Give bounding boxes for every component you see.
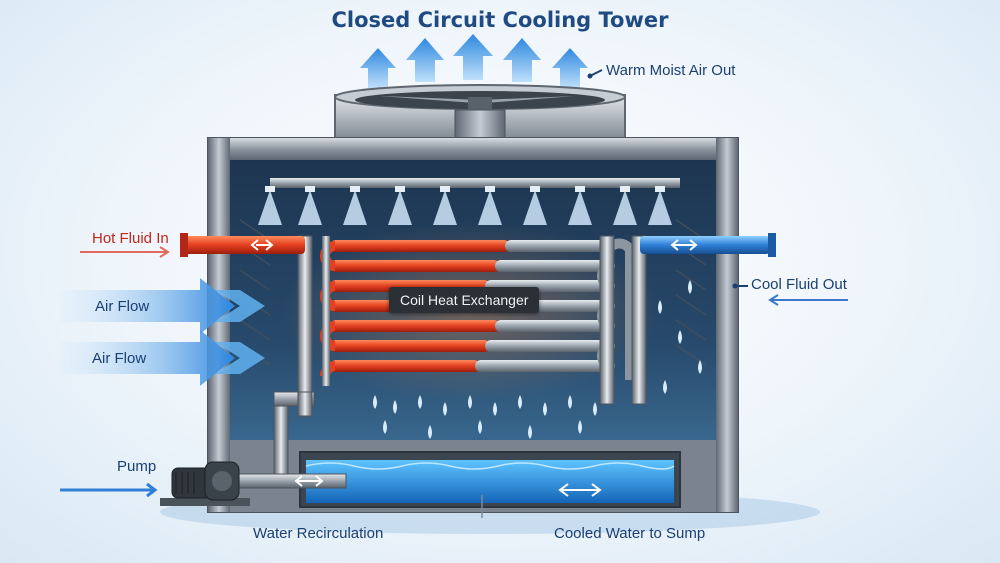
label-coil-heat-exchanger: Coil Heat Exchanger <box>389 287 540 313</box>
hot-fluid-inlet-pipe <box>180 233 305 257</box>
label-warm-air-out: Warm Moist Air Out <box>606 62 736 79</box>
recirculation-piping <box>235 391 347 489</box>
pump <box>160 461 250 506</box>
label-pointers <box>60 69 848 518</box>
label-water-recirculation: Water Recirculation <box>253 525 384 542</box>
air-flow-arrows <box>60 278 265 386</box>
label-cool-fluid-out: Cool Fluid Out <box>751 276 847 293</box>
diagram-title: Closed Circuit Cooling Tower <box>331 8 669 32</box>
label-pump: Pump <box>117 458 157 475</box>
label-hot-fluid-in: Hot Fluid In <box>92 230 169 247</box>
cool-fluid-outlet-pipe <box>640 233 776 257</box>
label-air-flow-1: Air Flow <box>95 298 150 315</box>
fan-housing <box>334 84 626 141</box>
coil-heat-exchanger <box>297 235 647 405</box>
exhaust-arrows <box>360 34 588 88</box>
water-droplets <box>373 280 702 439</box>
label-cooled-water-to-sump: Cooled Water to Sump <box>554 525 706 542</box>
sump-basin <box>230 440 716 512</box>
label-air-flow-2: Air Flow <box>92 350 147 367</box>
spray-nozzles <box>258 186 672 225</box>
